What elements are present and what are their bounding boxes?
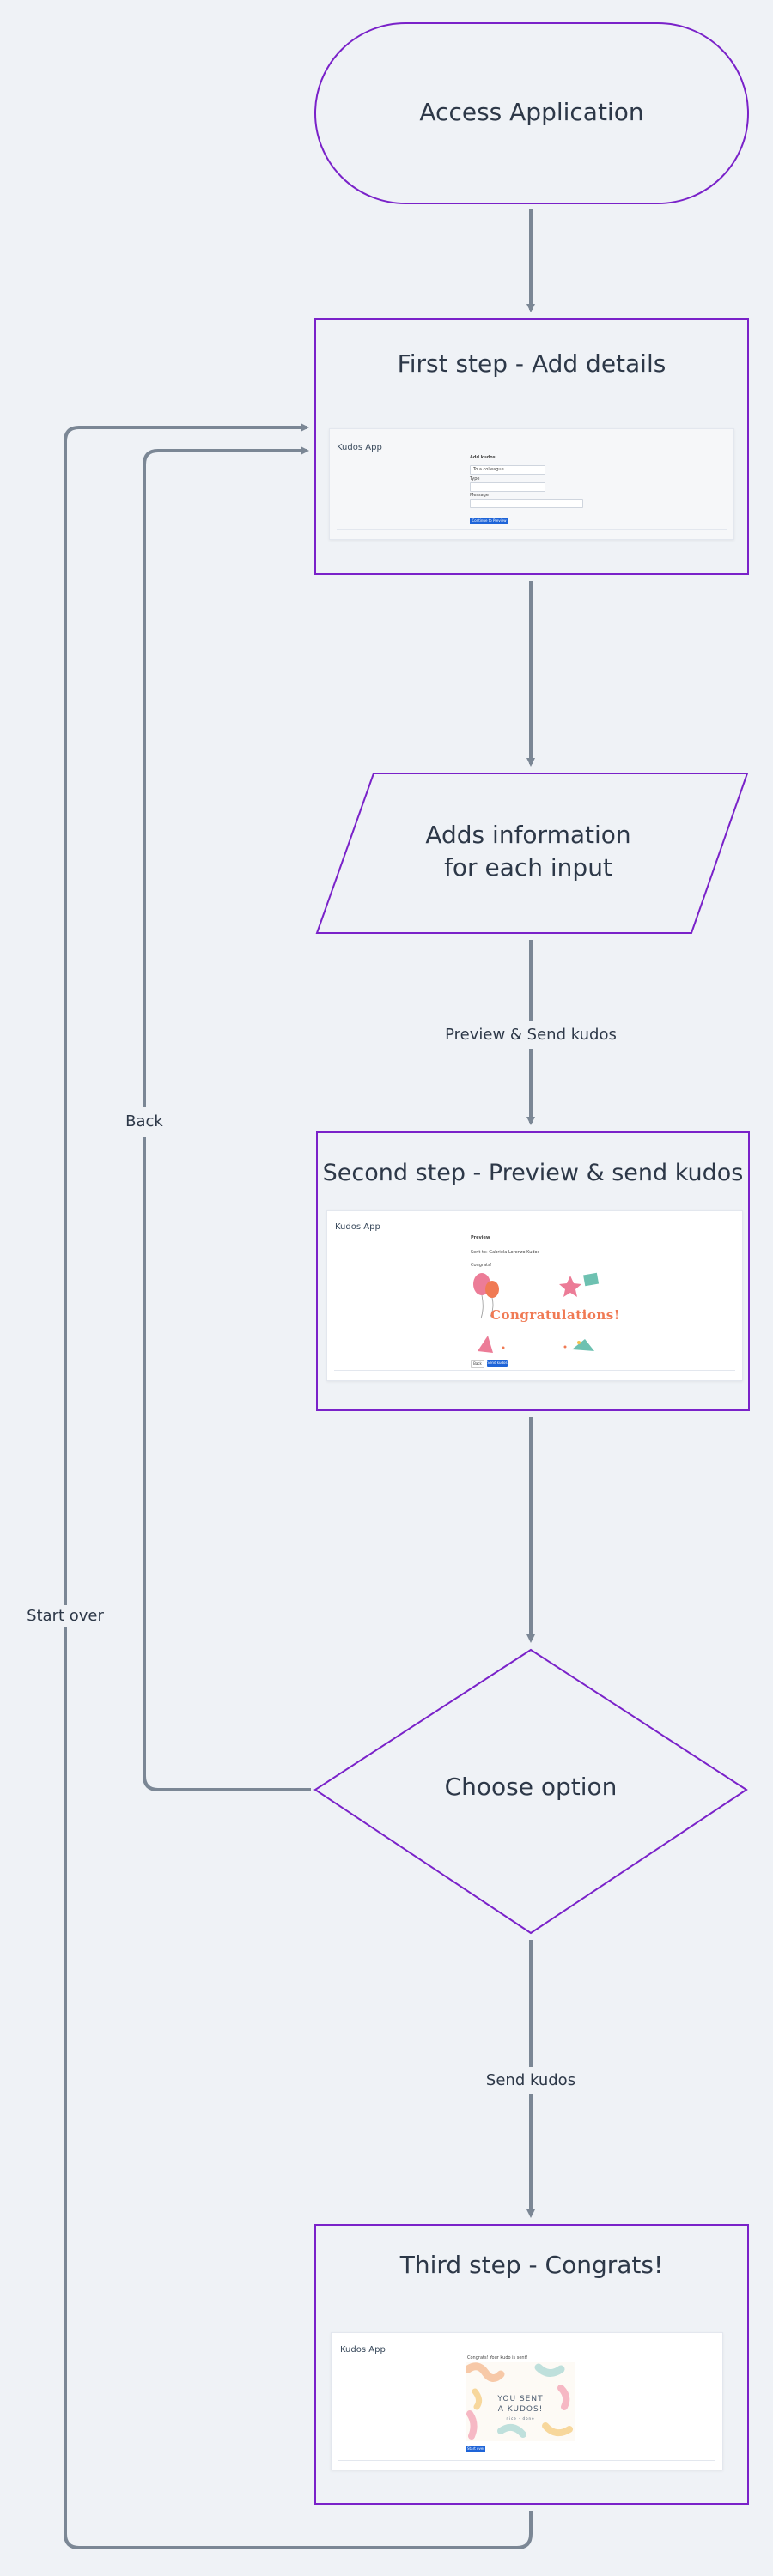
step2-heading: Preview [471,1235,490,1240]
choice-node-label: Choose option [444,1773,618,1801]
step3-card-line2: A KUDOS! [497,2405,544,2414]
step1-continue-button: Continue to Preview [470,518,508,524]
input-node-label-line1: Adds information [425,821,631,849]
step3-card-line3: nice · done [506,2416,535,2421]
gift-icon [583,1272,600,1287]
star-balloon-icon [559,1276,581,1297]
step3-screenshot: Kudos App Congrats! Your kudo is sent! Y… [331,2332,723,2470]
step1-app-title: Kudos App [337,443,382,452]
step2-card-label: Congrats! [471,1263,492,1268]
choice-node-shape [313,1648,748,1935]
step3-card-pattern [466,2362,573,2440]
step1-message-field [470,499,583,508]
edge-label-start-over: Start over [27,1607,104,1625]
edge-label-back: Back [125,1112,163,1130]
step3-app-title: Kudos App [340,2345,386,2355]
step2-card-word: Congratulations! [490,1307,620,1323]
step1-to-field: To a colleague [470,465,545,475]
step2-app-title: Kudos App [335,1222,380,1232]
step3-divider [338,2460,715,2461]
step2-back-button: Back [471,1360,484,1368]
edge-start-over-loop-a [64,1627,533,2549]
step3-node-label: Third step - Congrats! [399,2251,664,2279]
step1-heading: Add kudos [470,455,496,460]
step1-to-field-value: To a colleague [473,467,504,472]
input-node-label: Adds information for each input [361,819,696,884]
step1-divider [337,529,727,530]
step1-type-label: Type [470,476,480,482]
step3-heading: Congrats! Your kudo is sent! [467,2355,528,2361]
step3-card-line1: YOU SENT [497,2395,544,2403]
step2-send-button: Send kudos [487,1360,508,1367]
step1-message-label: Message [470,493,489,498]
step1-screenshot: Kudos App Add kudos To a colleague Type … [329,428,734,540]
step3-kudos-card: YOU SENT A KUDOS! nice · done [466,2362,575,2441]
input-node-shape [315,773,749,934]
party-hat-icon [478,1336,493,1353]
step2-subheading: Sent to: Gabriela Lorenzo Kudos [471,1250,540,1255]
step2-node-label: Second step - Preview & send kudos [322,1160,744,1186]
start-node-label: Access Application [419,98,644,126]
start-node-shape [314,22,749,204]
edge-label-send-kudos: Send kudos [485,2071,576,2089]
edge-label-preview-send: Preview & Send kudos [445,1026,617,1044]
step3-node-shape [314,2224,749,2505]
step2-divider [334,1370,735,1371]
step1-node-shape [314,318,749,575]
edge-start-over-loop-b [64,423,309,1605]
step1-node-label: First step - Add details [397,349,666,378]
step2-card-illustration [473,1272,600,1353]
input-node-label-line2: for each input [444,852,612,882]
step2-screenshot: Kudos App Preview Sent to: Gabriela Lore… [326,1210,743,1381]
edge-back-loop-b [143,446,309,1107]
step1-type-select [470,482,545,492]
balloon-icon-2 [485,1281,499,1298]
confetti-icon [572,1339,594,1351]
step2-node-shape [316,1131,750,1411]
step3-start-over-button: Start over [466,2446,485,2452]
edge-back-loop-a [143,1137,311,1791]
